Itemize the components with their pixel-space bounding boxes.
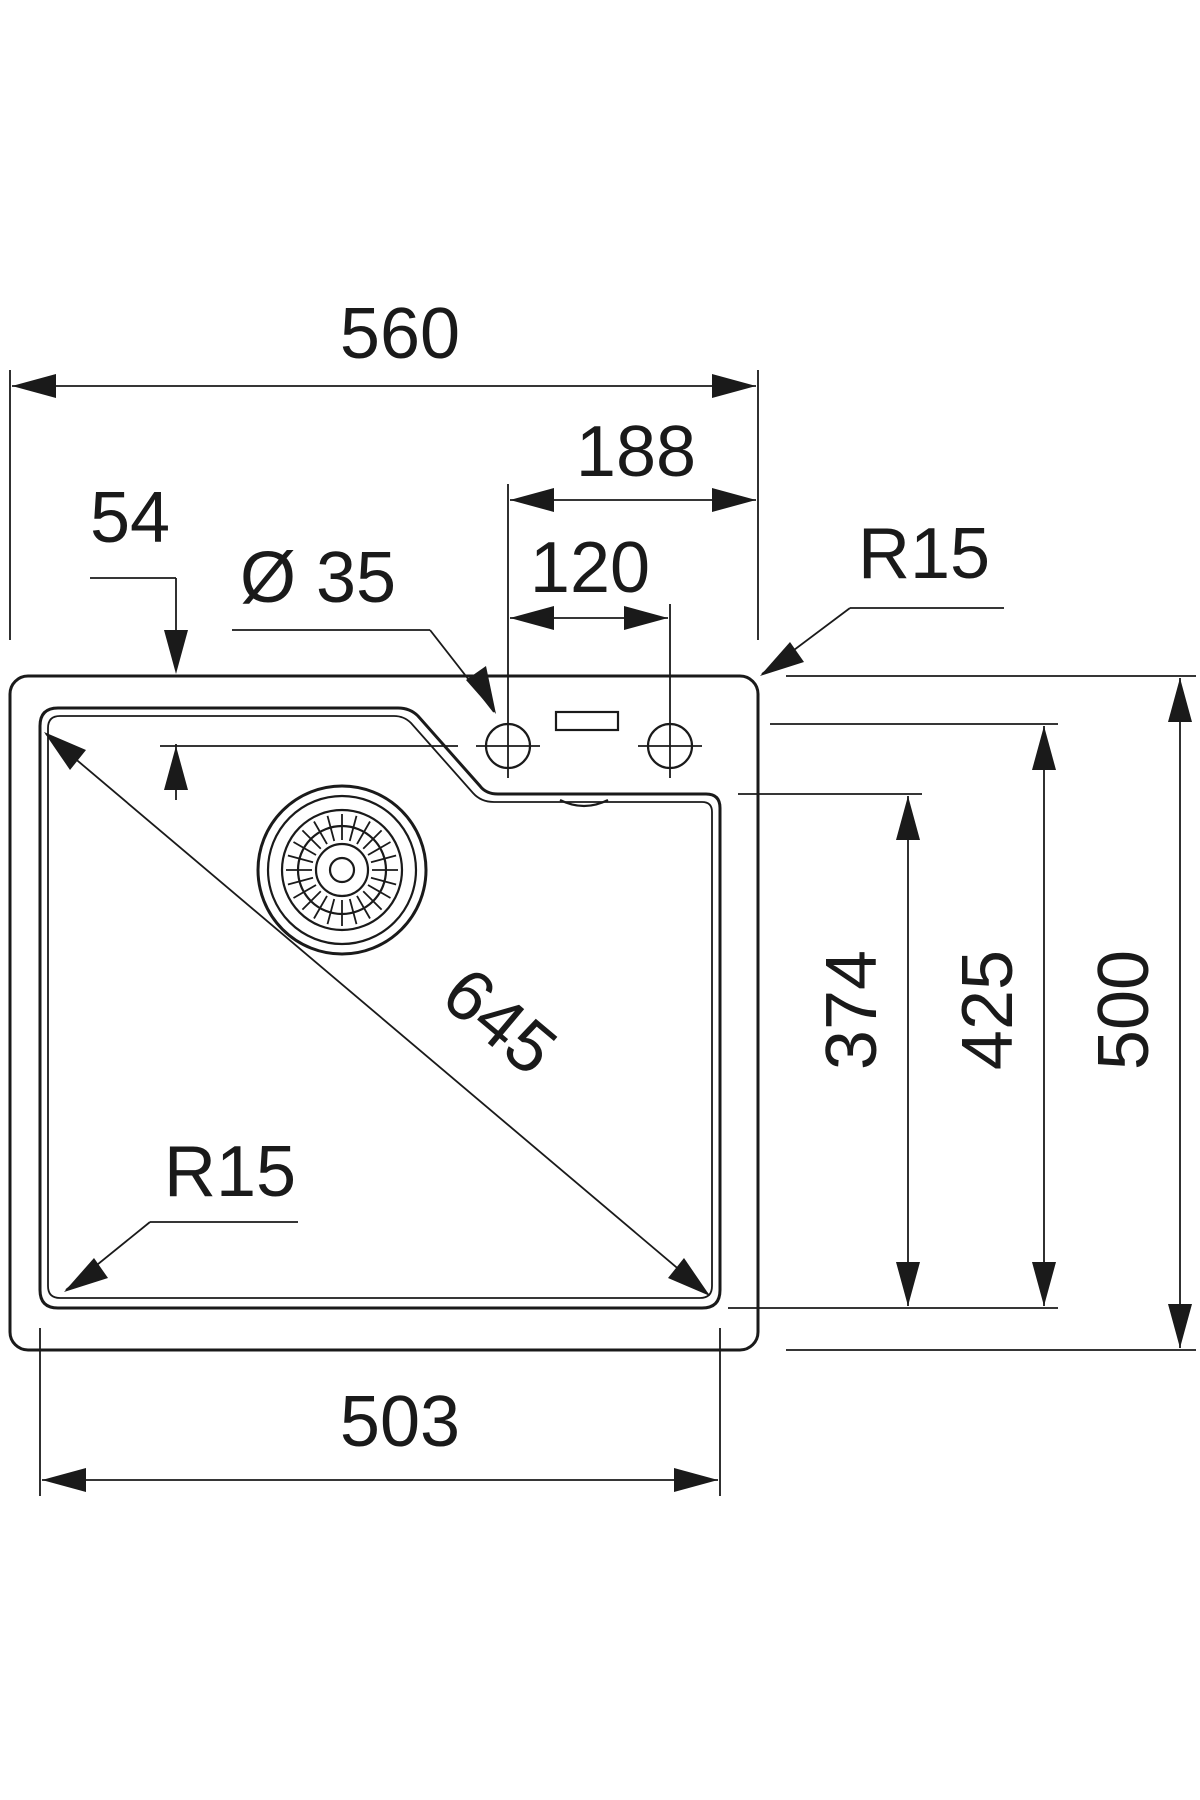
bowl-outline [38,706,722,1310]
dim-inner-radius: R15 [164,1132,296,1212]
strainer-slot [356,895,371,919]
dim-inner-depth: 425 [948,950,1028,1070]
strainer-slot [367,841,391,856]
strainer-slot [301,829,322,850]
strainer-slot [348,898,358,925]
overflow-pin [559,799,609,808]
strainer-slot [326,898,336,925]
dimension-labels: 560 188 120 54 Ø 35 R15 R15 645 503 374 … [90,294,1164,1462]
overflow-slot [554,710,620,732]
dim-outer-radius: R15 [858,514,990,594]
dim-overall-width: 560 [340,294,460,374]
dim-diagonal: 645 [428,952,571,1091]
sink-body [8,674,760,1352]
strainer-slot [367,884,391,899]
dim-bowl-depth: 374 [812,950,892,1070]
dim-bowl-width: 503 [340,1382,460,1462]
strainer-slot [370,876,397,886]
bowl-inner-outline [47,715,713,1299]
dim-tap-offset: 188 [576,412,696,492]
dim-rim-offset: 54 [90,478,170,558]
dimension-lines [9,370,1196,1496]
sink-outer-rim [8,674,760,1352]
strainer-slot [293,884,317,899]
strainer-slot [287,876,314,886]
dim-overall-depth: 500 [1084,950,1164,1070]
strainer-slot [348,815,358,842]
strainer-slot [313,895,328,919]
strainer-slot [362,890,383,911]
strainer-slot [287,854,314,864]
strainer-slot [313,821,328,845]
drain-strainer [256,784,428,956]
strainer-slot [293,841,317,856]
dim-hole-diameter: Ø 35 [240,538,396,618]
strainer-slot [370,854,397,864]
strainer-slot [301,890,322,911]
dim-tap-spacing: 120 [530,528,650,608]
strainer-slot [362,829,383,850]
strainer-slot [326,815,336,842]
strainer-slot [356,821,371,845]
